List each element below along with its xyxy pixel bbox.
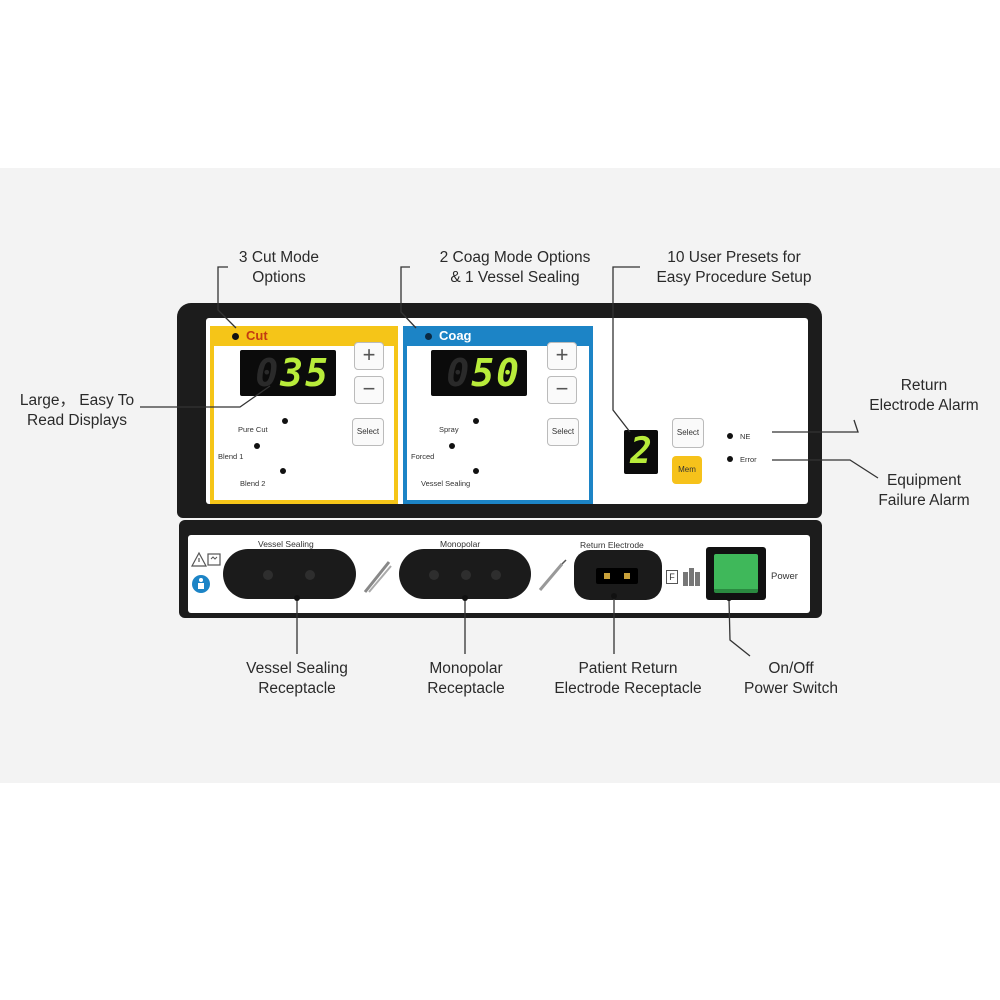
callout-text: Read Displays (27, 412, 127, 429)
callout-text: Power Switch (744, 680, 838, 697)
power-switch[interactable] (706, 547, 766, 600)
warning-icon (190, 551, 221, 567)
callout-cut-modes: 3 Cut Mode Options (226, 248, 332, 288)
bf-symbol-icon (683, 568, 700, 586)
cut-display-ghost-digit: 0 (255, 351, 281, 395)
mem-button[interactable]: Mem (672, 456, 702, 484)
callout-text: & 1 Vessel Sealing (450, 269, 580, 286)
power-rocker[interactable] (714, 554, 758, 593)
cut-power-value: 35 (280, 351, 330, 395)
ne-alarm-label: NE (740, 432, 751, 441)
callout-vessel-receptacle: Vessel Sealing Receptacle (226, 659, 368, 699)
coag-select-button[interactable]: Select (547, 418, 579, 446)
coag-panel-header: Coag (403, 326, 589, 346)
monopolar-label: Monopolar (440, 539, 481, 549)
cut-indicator-led (232, 333, 239, 340)
cut-mode-led-2 (254, 443, 260, 449)
error-alarm-led (727, 456, 733, 462)
callout-text: Patient Return (578, 660, 678, 677)
cut-mode-pure-cut: Pure Cut (238, 425, 268, 434)
preset-display: 2 (624, 430, 658, 474)
callout-return-alarm: Return Electrode Alarm (852, 376, 996, 416)
receptacle-pin (263, 570, 273, 580)
return-electrode-receptacle[interactable] (574, 550, 662, 600)
callout-text: Monopolar (429, 660, 503, 677)
coag-plus-button[interactable]: + (547, 342, 577, 370)
callout-text: Vessel Sealing (246, 660, 348, 677)
return-electrode-label: Return Electrode (580, 540, 644, 550)
cut-mode-blend-2: Blend 2 (240, 479, 266, 488)
coag-mode-spray: Spray (439, 425, 459, 434)
error-alarm-label: Error (740, 455, 757, 464)
cut-panel: Cut 035 + − Select Pure Cut Blend 1 Blen… (210, 326, 398, 504)
coag-mode-led-3 (473, 468, 479, 474)
coag-mode-vessel-sealing: Vessel Sealing (421, 479, 471, 488)
coag-mode-forced: Forced (411, 452, 435, 461)
coag-panel: Coag 050 + − Select Spray Forced Vessel … (403, 326, 593, 504)
receptacle-pin (604, 573, 610, 579)
pencil-electrode-icon (538, 559, 567, 591)
callout-text: Large， Easy To (19, 392, 135, 409)
receptacle-pin (491, 570, 501, 580)
ne-alarm-led (727, 433, 733, 439)
return-electrode-slot (596, 568, 638, 584)
callout-coag-modes: 2 Coag Mode Options & 1 Vessel Sealing (402, 248, 628, 288)
coag-indicator-led (425, 333, 432, 340)
callout-text: Failure Alarm (878, 492, 970, 509)
f-type-label: F (666, 570, 678, 584)
callout-failure-alarm: Equipment Failure Alarm (862, 471, 986, 511)
preset-select-button[interactable]: Select (672, 418, 704, 448)
callout-text: Receptacle (258, 680, 336, 697)
coag-mode-led-1 (473, 418, 479, 424)
receptacle-pin (624, 573, 630, 579)
callout-text: Receptacle (427, 680, 505, 697)
vessel-sealing-receptacle[interactable] (223, 549, 356, 599)
manual-icon (192, 575, 210, 593)
power-label: Power (771, 571, 798, 582)
callout-text: Easy Procedure Setup (656, 269, 812, 286)
callout-text: 10 User Presets for (667, 249, 801, 266)
callout-text: On/Off (768, 660, 814, 677)
coag-mode-led-2 (449, 443, 455, 449)
cut-title: Cut (246, 328, 268, 343)
cut-mode-led-1 (282, 418, 288, 424)
callout-text: Electrode Receptacle (554, 680, 702, 697)
coag-power-display: 050 (431, 350, 527, 396)
monopolar-receptacle[interactable] (399, 549, 531, 599)
coag-power-value: 50 (471, 351, 521, 395)
coag-display-ghost-digit: 0 (446, 351, 472, 395)
coag-title: Coag (439, 328, 472, 343)
callout-presets: 10 User Presets for Easy Procedure Setup (636, 248, 832, 288)
cut-mode-led-3 (280, 468, 286, 474)
cut-power-display: 035 (240, 350, 336, 396)
cut-panel-header: Cut (210, 326, 396, 346)
cut-plus-button[interactable]: + (354, 342, 384, 370)
cut-mode-blend-1: Blend 1 (218, 452, 244, 461)
callout-text: Return (900, 377, 948, 394)
callout-text: 3 Cut Mode (238, 249, 320, 266)
receptacle-pin (429, 570, 439, 580)
vessel-sealing-label: Vessel Sealing (258, 539, 314, 549)
callout-patient-return: Patient Return Electrode Receptacle (540, 659, 716, 699)
receptacle-pin (305, 570, 315, 580)
control-faceplate (206, 318, 808, 504)
callout-displays: Large， Easy To Read Displays (10, 391, 144, 431)
callout-monopolar-receptacle: Monopolar Receptacle (410, 659, 522, 699)
callout-text: Options (252, 269, 306, 286)
callout-text: Electrode Alarm (869, 397, 979, 414)
callout-power-switch: On/Off Power Switch (730, 659, 852, 699)
callout-text: 2 Coag Mode Options (439, 249, 591, 266)
coag-minus-button[interactable]: − (547, 376, 577, 404)
forceps-icon (363, 561, 392, 593)
receptacle-pin (461, 570, 471, 580)
cut-select-button[interactable]: Select (352, 418, 384, 446)
cut-minus-button[interactable]: − (354, 376, 384, 404)
callout-text: Equipment (886, 472, 962, 489)
